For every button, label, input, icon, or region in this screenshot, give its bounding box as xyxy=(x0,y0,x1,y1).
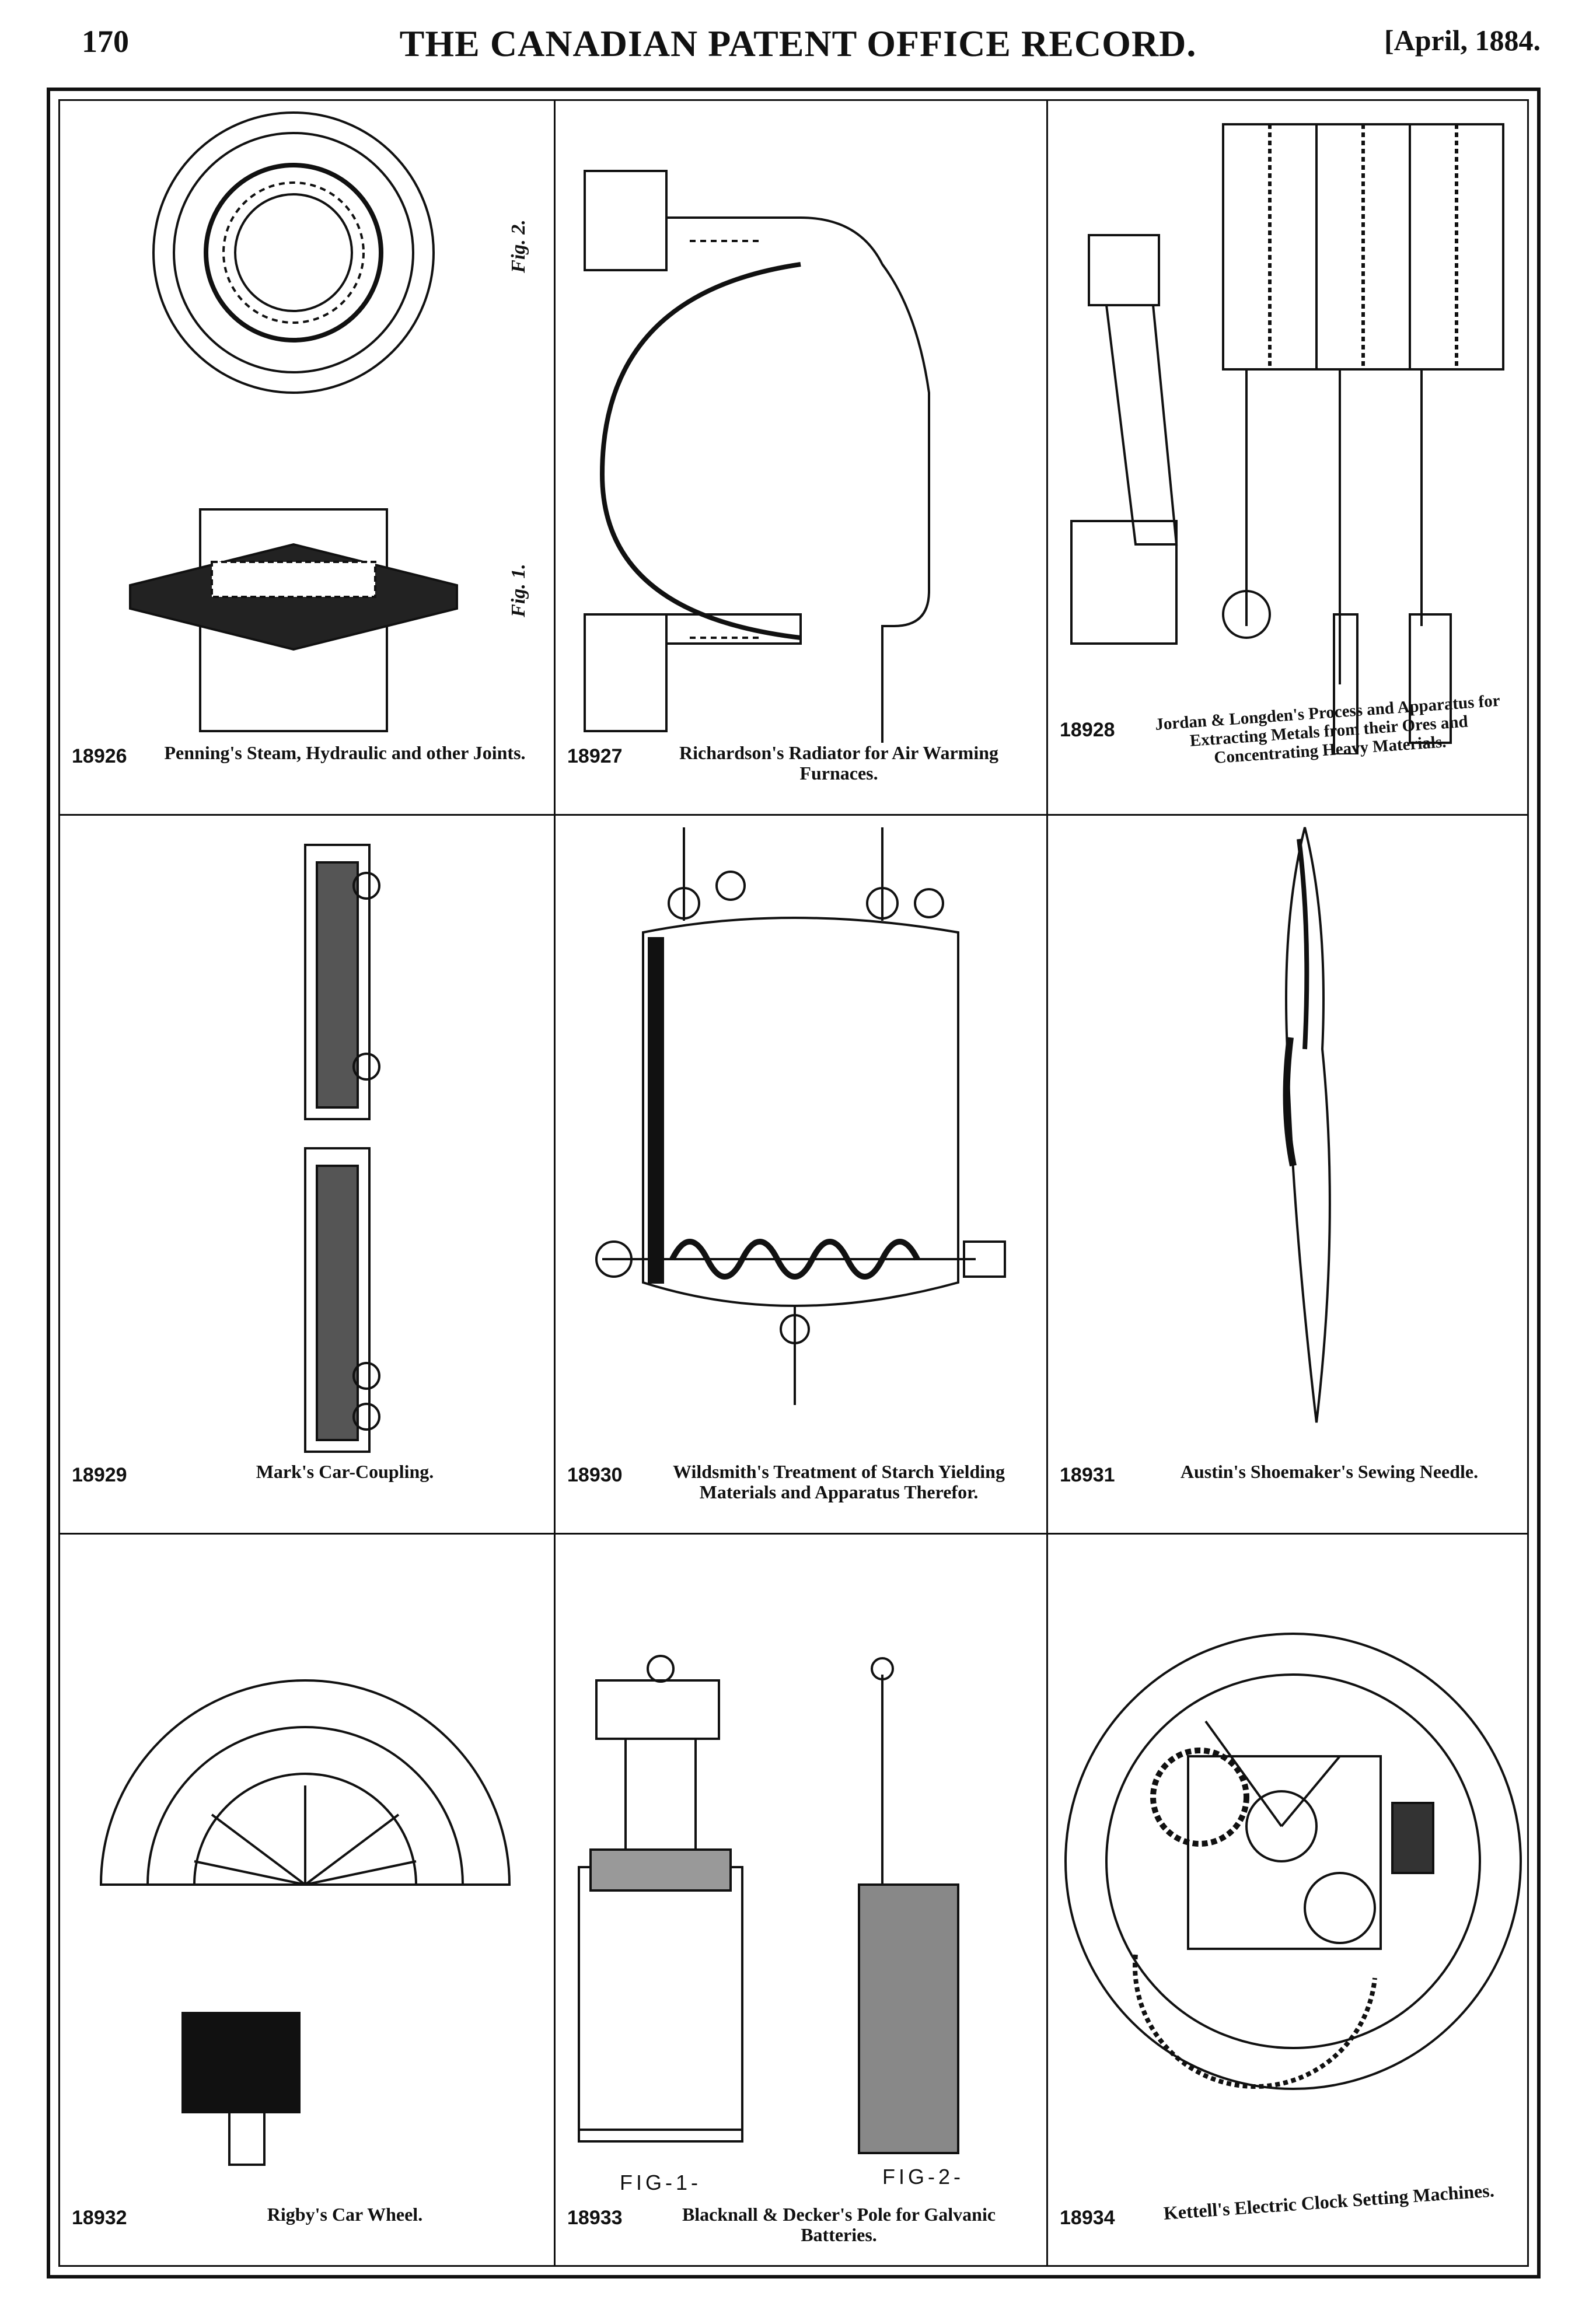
patent-number: 18932 xyxy=(72,2207,127,2229)
patent-number: 18929 xyxy=(72,1464,127,1486)
issue-date: [April, 1884. xyxy=(1384,24,1541,57)
fig-label: FIG-2- xyxy=(882,2165,964,2189)
patent-cell-18929: 18929 Mark's Car-Coupling. xyxy=(60,816,554,1533)
publication-title: THE CANADIAN PATENT OFFICE RECORD. xyxy=(399,23,1197,64)
patent-title: Rigby's Car Wheel. xyxy=(267,2204,423,2225)
patent-title: Wildsmith's Treatment of Starch Yielding… xyxy=(673,1461,1005,1503)
patent-number: 18926 xyxy=(72,745,127,767)
patent-number: 18933 xyxy=(567,2207,623,2229)
row-divider xyxy=(60,814,1527,816)
patent-title: Blacknall & Decker's Pole for Galvanic B… xyxy=(682,2204,996,2246)
patent-cell-18928: 18928 Jordan & Longden's Process and App… xyxy=(1048,101,1535,814)
patent-cell-18933: FIG-1- FIG-2- 18933 Blacknall & Decker's… xyxy=(556,1535,1046,2276)
car-wheel-drawing xyxy=(99,1679,511,2166)
page-header: 170 THE CANADIAN PATENT OFFICE RECORD. [… xyxy=(0,0,1596,82)
starch-apparatus-drawing xyxy=(595,827,1006,1405)
patent-number: 18928 xyxy=(1060,719,1115,741)
pipe-joint-drawing xyxy=(129,111,458,732)
patent-cell-18931: 18931 Austin's Shoemaker's Sewing Needle… xyxy=(1048,816,1535,1533)
patent-cell-18927: 18927 Richardson's Radiator for Air Warm… xyxy=(556,101,1046,814)
column-divider xyxy=(1046,101,1048,2265)
radiator-drawing xyxy=(584,170,930,743)
patent-cell-18934: 18934 Kettell's Electric Clock Setting M… xyxy=(1048,1535,1535,2276)
patent-number: 18934 xyxy=(1060,2207,1115,2229)
column-divider xyxy=(554,101,556,2265)
battery-pole-drawing xyxy=(578,1655,959,2154)
patent-title: Penning's Steam, Hydraulic and other Joi… xyxy=(164,742,526,763)
patent-plate: Fig. 2. Fig. 1. 18926 Penning's Steam, H… xyxy=(47,88,1541,2278)
patent-number: 18931 xyxy=(1060,1464,1115,1486)
fig-label: FIG-1- xyxy=(620,2171,701,2194)
patent-cell-18932: 18932 Rigby's Car Wheel. xyxy=(60,1535,554,2276)
car-coupling-drawing xyxy=(304,844,380,1453)
sewing-needle-drawing xyxy=(1283,827,1331,1423)
patent-title: Richardson's Radiator for Air Warming Fu… xyxy=(679,742,998,784)
ore-extraction-apparatus-drawing xyxy=(1070,123,1504,754)
patent-cell-18926: Fig. 2. Fig. 1. 18926 Penning's Steam, H… xyxy=(60,101,554,814)
page-number: 170 xyxy=(82,24,129,59)
fig-label: Fig. 1. xyxy=(507,564,529,617)
fig-label: Fig. 2. xyxy=(507,219,529,273)
row-divider xyxy=(60,1533,1527,1535)
patent-cell-18930: 18930 Wildsmith's Treatment of Starch Yi… xyxy=(556,816,1046,1533)
plate-grid: Fig. 2. Fig. 1. 18926 Penning's Steam, H… xyxy=(58,99,1529,2267)
patent-title: Mark's Car-Coupling. xyxy=(256,1461,434,1482)
clock-setting-machine-drawing xyxy=(1064,1633,1522,2090)
patent-number: 18930 xyxy=(567,1464,623,1486)
patent-number: 18927 xyxy=(567,745,623,767)
patent-title: Austin's Shoemaker's Sewing Needle. xyxy=(1180,1461,1479,1482)
